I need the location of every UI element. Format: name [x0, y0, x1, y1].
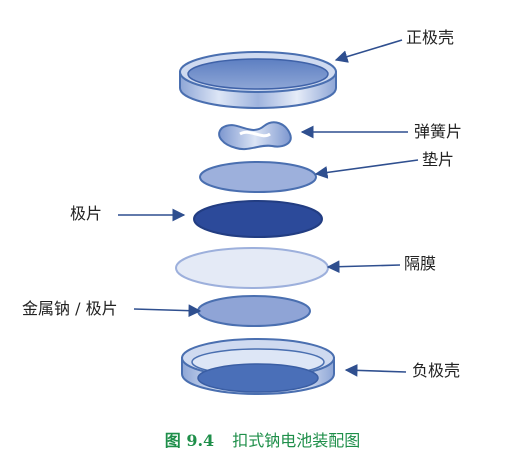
sodium-electrode-disc — [197, 295, 311, 327]
label-electrode: 极片 — [70, 204, 103, 223]
negative-case — [181, 338, 335, 395]
arrow-gasket — [314, 159, 419, 179]
arrow-positive-case — [334, 39, 403, 63]
separator-disc — [175, 247, 329, 289]
gasket-disc — [199, 161, 317, 193]
arrow-separator — [326, 260, 401, 274]
figure-title: 扣式钠电池装配图 — [232, 431, 361, 450]
figure-caption: 图 9.4 扣式钠电池装配图 — [0, 427, 525, 451]
positive-case — [179, 51, 337, 109]
arrow-sodium-electrode — [133, 304, 202, 318]
arrow-negative-case — [344, 363, 407, 377]
label-separator: 隔膜 — [404, 254, 437, 273]
label-sodium-electrode: 金属钠 / 极片 — [22, 299, 118, 318]
label-spring: 弹簧片 — [414, 122, 463, 141]
label-positive-case: 正极壳 — [406, 28, 455, 47]
figure-number: 图 9.4 — [164, 431, 215, 450]
label-negative-case: 负极壳 — [412, 361, 461, 380]
spring-piece — [218, 121, 292, 151]
label-gasket: 垫片 — [422, 150, 455, 169]
electrode-disc — [193, 200, 323, 238]
